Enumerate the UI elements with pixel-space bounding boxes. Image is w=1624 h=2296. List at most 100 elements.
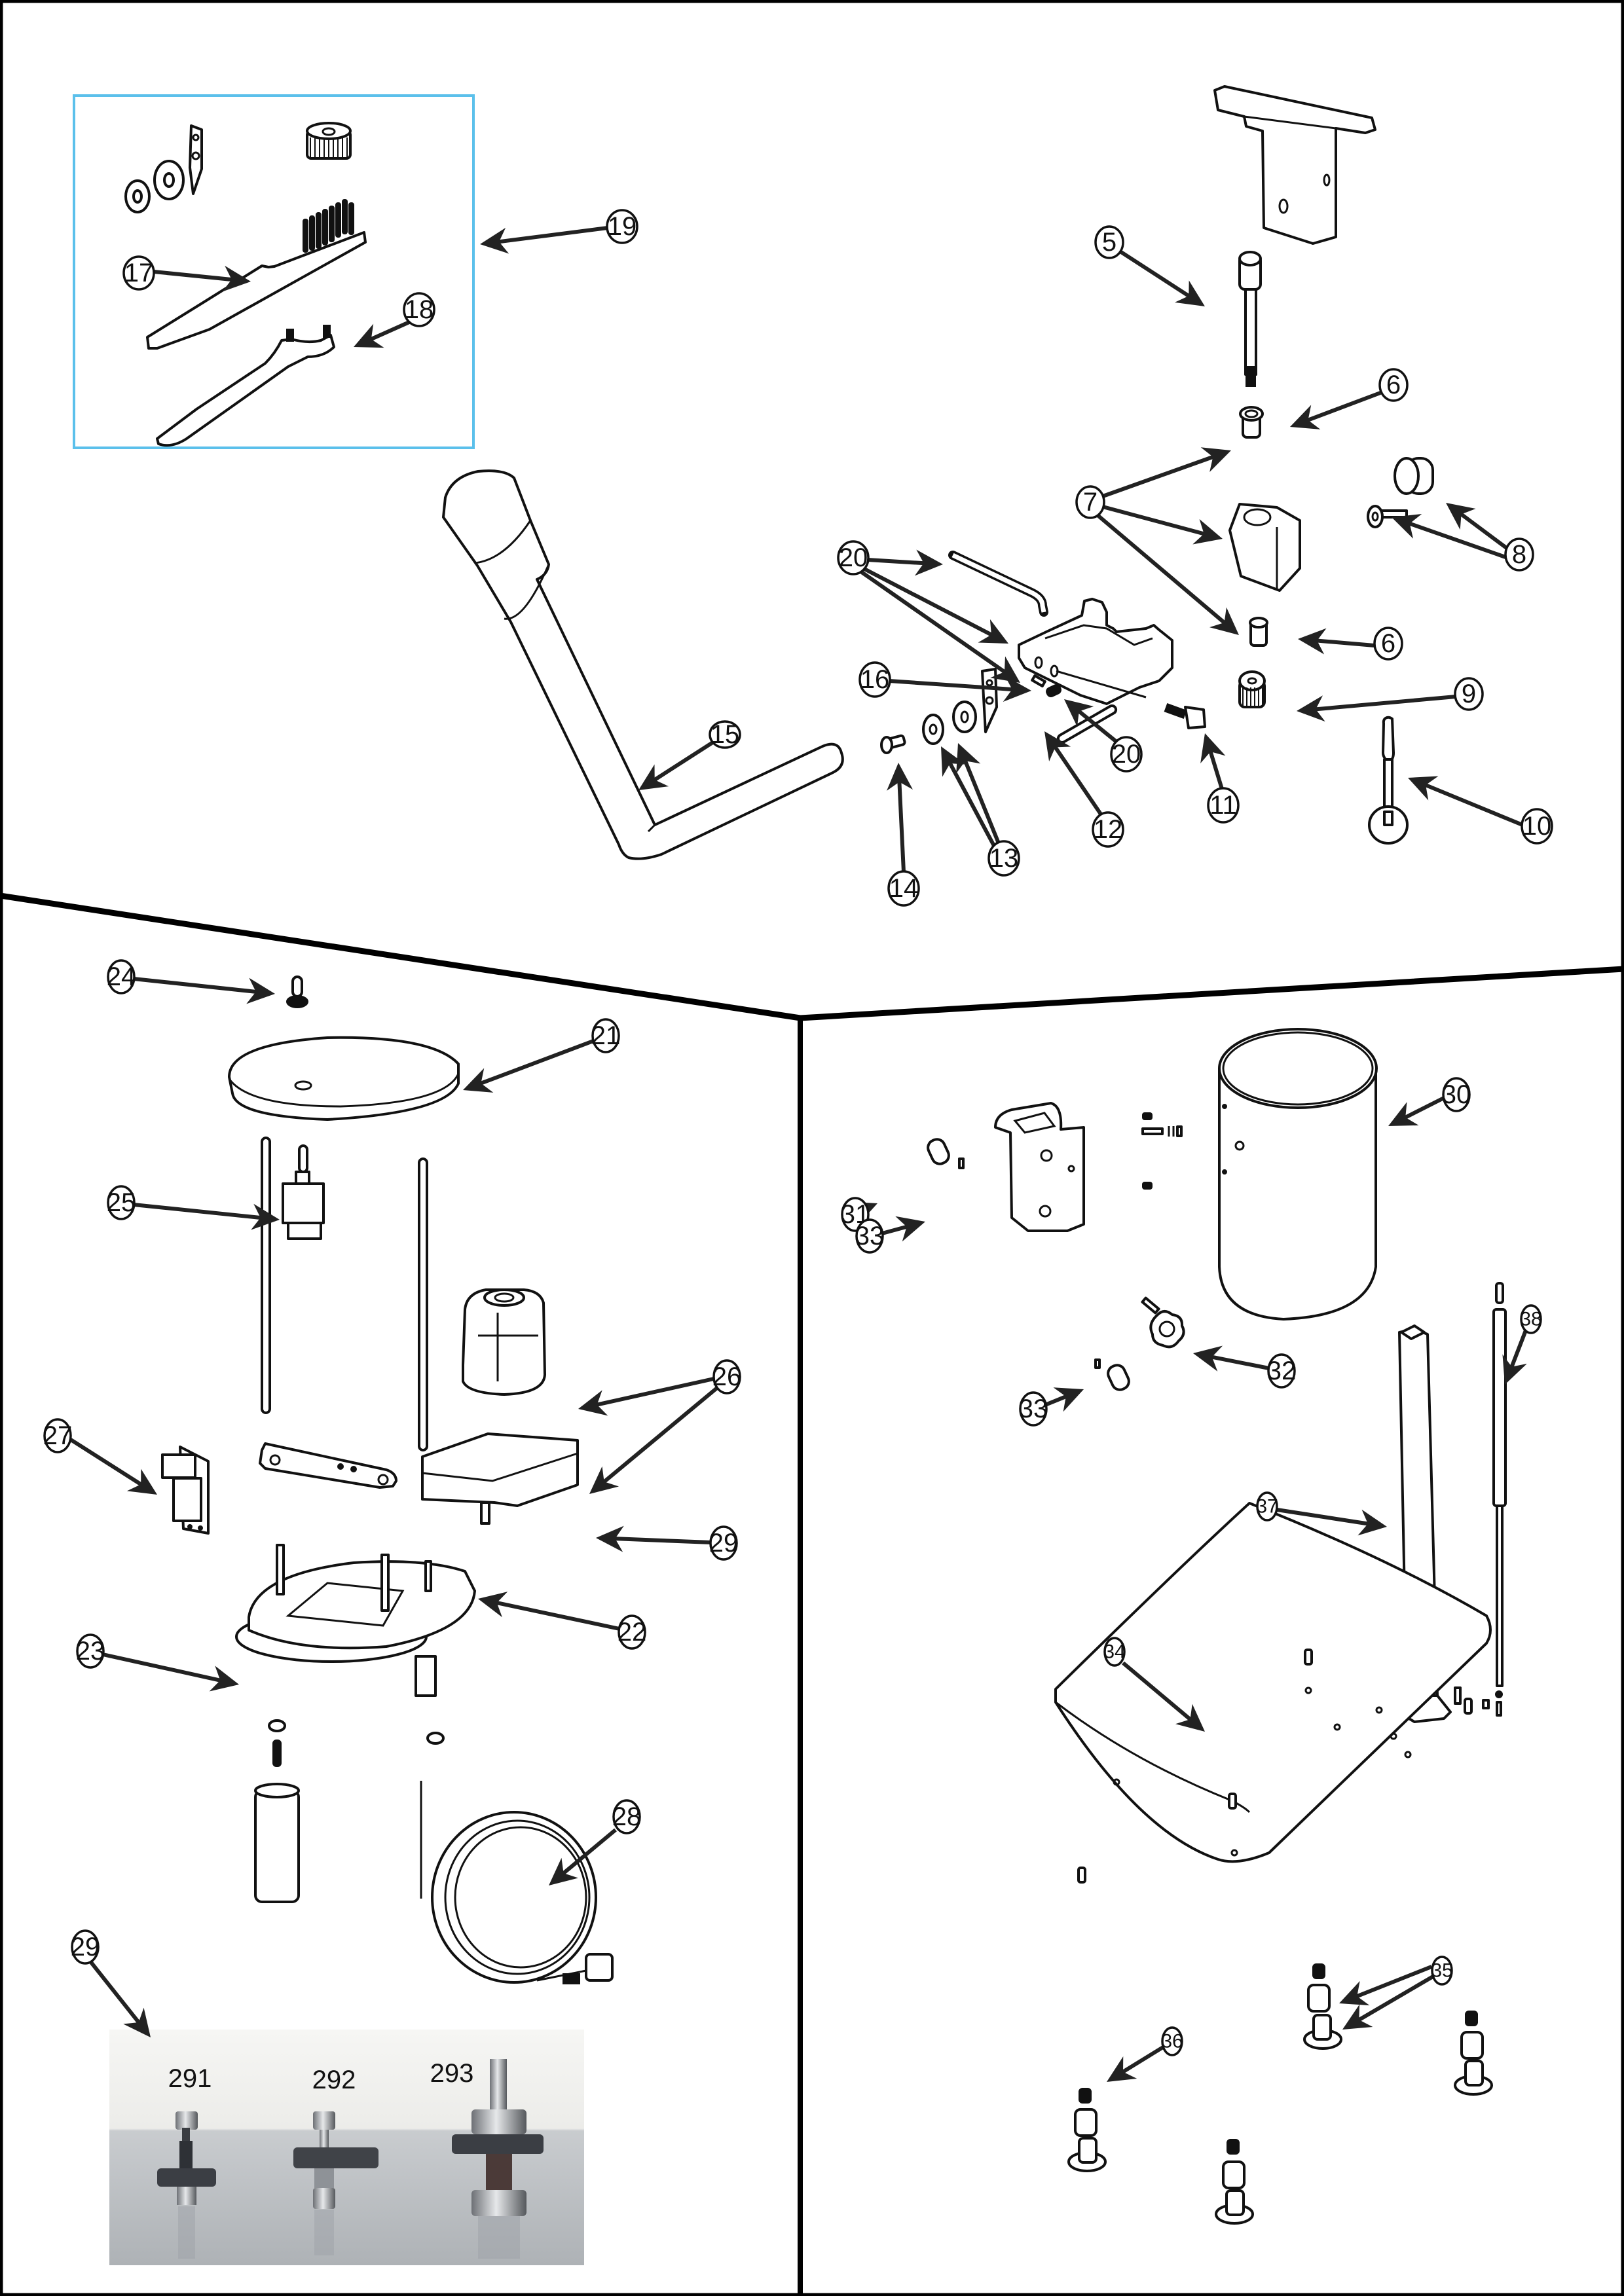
arrowhead-8b: [1392, 514, 1422, 539]
callout-12: 12: [1092, 811, 1124, 848]
callout-10: 10: [1521, 808, 1553, 845]
leader-line-26b: [601, 1386, 718, 1485]
arrowhead-9: [1297, 695, 1325, 722]
svg-text:20: 20: [1112, 740, 1141, 769]
svg-text:21: 21: [591, 1021, 621, 1050]
hex-key: [948, 551, 1048, 617]
callout-bubbles: 5 6 6 7 8 9 10 11 12 13 14 15 16 17 18 1…: [43, 209, 1553, 2056]
set-screw: [1046, 683, 1061, 698]
leader-line-22: [494, 1600, 620, 1631]
spare-bushing-icon: [153, 160, 185, 200]
svg-text:36: 36: [1161, 2031, 1183, 2052]
leader-lines: [69, 226, 1528, 2082]
svg-text:30: 30: [1442, 1080, 1471, 1109]
arrowhead-28: [549, 1857, 579, 1886]
callout-34: 34: [1103, 1637, 1126, 1667]
svg-text:14: 14: [889, 874, 919, 903]
callout-9: 9: [1454, 677, 1484, 711]
svg-text:13: 13: [989, 844, 1019, 873]
leader-line-5: [1120, 250, 1192, 299]
leader-line-35b: [1356, 1974, 1435, 2023]
callout-27: 27: [43, 1418, 72, 1453]
svg-text:6: 6: [1386, 371, 1401, 399]
leader-line-14: [897, 779, 906, 873]
leader-line-11: [1208, 748, 1224, 790]
svg-text:8: 8: [1512, 540, 1526, 569]
gear-shaft-291: [157, 2111, 216, 2259]
svg-text:22: 22: [618, 1618, 647, 1647]
arrowhead-7a: [1200, 447, 1231, 472]
callout-37: 37: [1256, 1491, 1278, 1522]
svg-text:38: 38: [1520, 1309, 1541, 1330]
callout-29-photo: 29: [71, 1929, 100, 1965]
callout-38: 38: [1520, 1304, 1542, 1334]
photo-label-293: 293: [430, 2059, 474, 2088]
svg-text:32: 32: [1267, 1357, 1297, 1385]
arrowhead-29b: [123, 2007, 151, 2037]
motor: [462, 1288, 546, 1396]
callout-20-upper: 20: [837, 540, 870, 575]
leader-line-8b: [1407, 520, 1508, 560]
callout-33-upper: 33: [855, 1218, 885, 1254]
svg-text:20: 20: [839, 543, 868, 572]
arrowhead-35b: [1342, 2004, 1373, 2030]
arrowhead-15: [638, 764, 669, 790]
callout-33-lower: 33: [1019, 1391, 1048, 1427]
arrowhead-27: [126, 1468, 157, 1495]
callout-5: 5: [1094, 225, 1124, 259]
washers: [922, 701, 977, 745]
arrowhead-36: [1107, 2056, 1137, 2082]
svg-text:16: 16: [860, 665, 890, 694]
svg-text:33: 33: [1019, 1394, 1048, 1423]
arrowhead-24: [246, 977, 275, 1004]
svg-text:35: 35: [1431, 1960, 1452, 1982]
svg-text:24: 24: [107, 962, 136, 991]
arrowhead-20c: [990, 656, 1020, 683]
arrowhead-20d: [1064, 699, 1094, 727]
arrowhead-11: [1200, 733, 1226, 764]
leader-line-25: [133, 1203, 263, 1220]
arrowhead-33a: [895, 1216, 925, 1242]
svg-text:5: 5: [1102, 228, 1116, 257]
arrowhead-7b: [1192, 519, 1223, 545]
leader-line-28: [561, 1828, 617, 1876]
base-tray: [1054, 1502, 1492, 1884]
foot-1: [1303, 1963, 1342, 2050]
svg-text:11: 11: [1209, 791, 1237, 820]
arrowhead-33b: [1053, 1387, 1084, 1412]
leader-line-9: [1313, 695, 1456, 712]
spare-blade-icon: [189, 124, 203, 195]
gearbox: [421, 1432, 579, 1525]
star-knob: [1141, 1296, 1185, 1349]
leader-line-19: [496, 226, 608, 244]
lower-bushing: [1249, 617, 1268, 647]
svg-text:33: 33: [855, 1222, 885, 1250]
leader-line-33a: [881, 1224, 910, 1235]
callout-32: 32: [1267, 1353, 1297, 1389]
arrowhead-13a: [956, 743, 981, 774]
callout-6-upper: 6: [1378, 368, 1409, 402]
leader-line-37: [1276, 1508, 1371, 1526]
gear-shaft-293: [452, 2059, 544, 2259]
callout-14: 14: [887, 870, 920, 907]
base-plate: [235, 1544, 476, 1697]
svg-text:23: 23: [76, 1637, 105, 1666]
svg-text:34: 34: [1103, 1641, 1125, 1663]
bushing-block: [1228, 503, 1301, 592]
upper-bushing: [1239, 406, 1264, 439]
leader-line-24: [133, 977, 259, 994]
leader-line-34: [1122, 1661, 1194, 1722]
leader-line-7b: [1102, 505, 1207, 537]
arrowhead-19: [480, 227, 509, 254]
arrowhead-26b: [589, 1466, 619, 1494]
guide-rods: [261, 1137, 428, 1451]
pin-plug-lower: [1094, 1358, 1130, 1391]
foot-4: [1215, 2139, 1254, 2225]
spacer-column: [254, 1719, 445, 1903]
leader-line-30: [1402, 1096, 1445, 1120]
gear-shaft-292: [293, 2111, 378, 2255]
tool-kit-box: [73, 94, 475, 449]
arrowhead-13b: [941, 746, 966, 777]
leader-line-7c: [1096, 513, 1228, 626]
